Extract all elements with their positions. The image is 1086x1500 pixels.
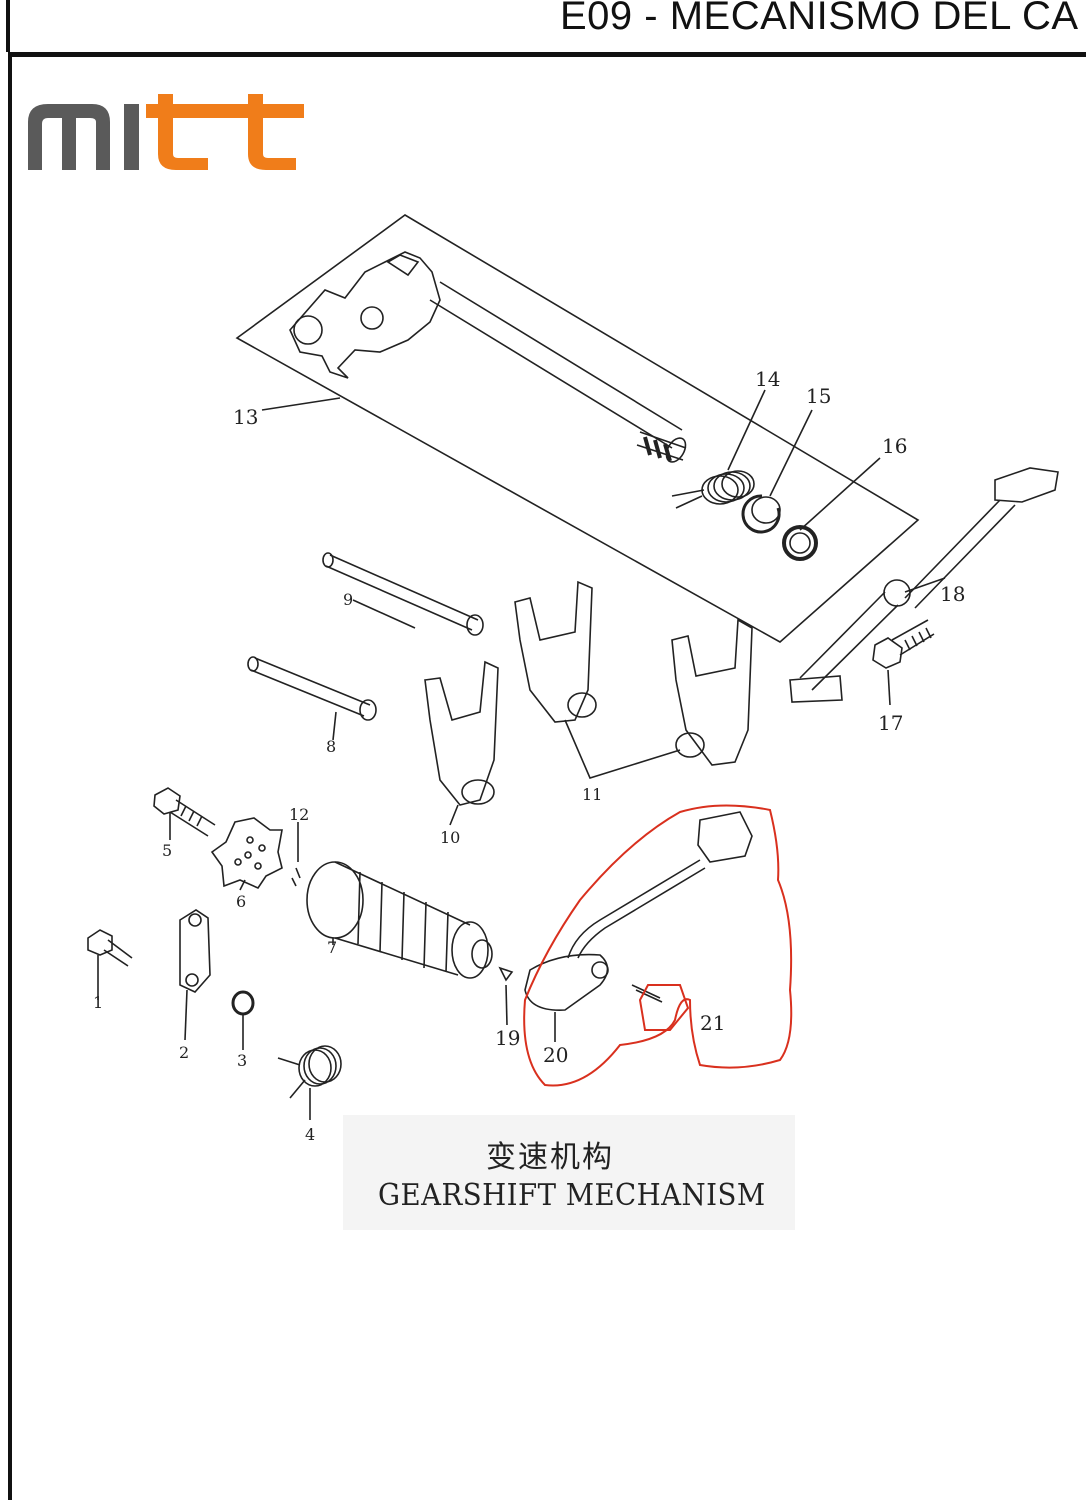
gearshift-shaft-part-13 [289,251,687,463]
page-title: E09 - MECANISMO DEL CA [560,0,1079,38]
callout-15: 15 [806,384,831,408]
circlip-part-15 [741,494,781,534]
callout-12: 12 [289,805,309,824]
highlight-screw-box [638,984,690,1031]
callout-9: 9 [343,590,353,609]
mitt-logo: mitt [28,94,304,170]
diagram-frame [8,52,1086,1500]
return-spring-part-14 [671,470,755,509]
callout-6: 6 [236,892,246,911]
callout-2: 2 [179,1043,189,1062]
caption-english: GEARSHIFT MECHANISM [378,1178,766,1213]
stopper-arm-part-2 [179,909,211,993]
spring-part-4 [277,1045,342,1099]
bolt-part-17 [872,619,935,669]
callout-4: 4 [305,1125,315,1144]
callout-16: 16 [882,434,907,458]
star-plate-part-6 [210,817,283,890]
bolt-part-5 [153,787,216,837]
shift-fork-part-11b [671,618,753,766]
callout-11: 11 [582,785,602,804]
fork-shaft-part-9 [322,552,484,636]
shift-fork-part-10 [424,660,499,806]
callout-17: 17 [878,711,903,735]
leader-11 [564,719,681,779]
shift-pedal-part-18 [789,467,1059,703]
highlight-outline [523,804,793,1087]
caption-background [343,1115,795,1230]
pin-part-12 [291,867,301,887]
callout-20: 20 [543,1043,568,1067]
callout-7: 7 [327,938,337,957]
callout-10: 10 [440,828,460,847]
shaft-assembly-box [235,214,920,643]
callout-18: 18 [940,582,965,606]
bolt-part-1 [87,929,133,967]
callout-5: 5 [162,841,172,860]
callout-3: 3 [237,1051,247,1070]
callout-1: 1 [93,993,103,1012]
shift-drum-part-7 [306,861,493,979]
fork-shaft-part-8 [247,656,377,721]
callout-19: 19 [495,1026,520,1050]
callout-13: 13 [233,405,258,429]
washer-part-16 [782,525,818,561]
callout-14: 14 [755,367,780,391]
caption-chinese: 变速机构 [486,1140,614,1175]
frame-divider [6,0,10,52]
screw-part-21 [631,984,663,1003]
washer-part-3 [231,990,255,1016]
callout-8: 8 [326,737,336,756]
shift-fork-part-11a [514,580,597,723]
gear-position-switch-part-20 [524,811,753,1011]
callout-21: 21 [700,1011,725,1035]
clip-part-19 [498,966,514,982]
